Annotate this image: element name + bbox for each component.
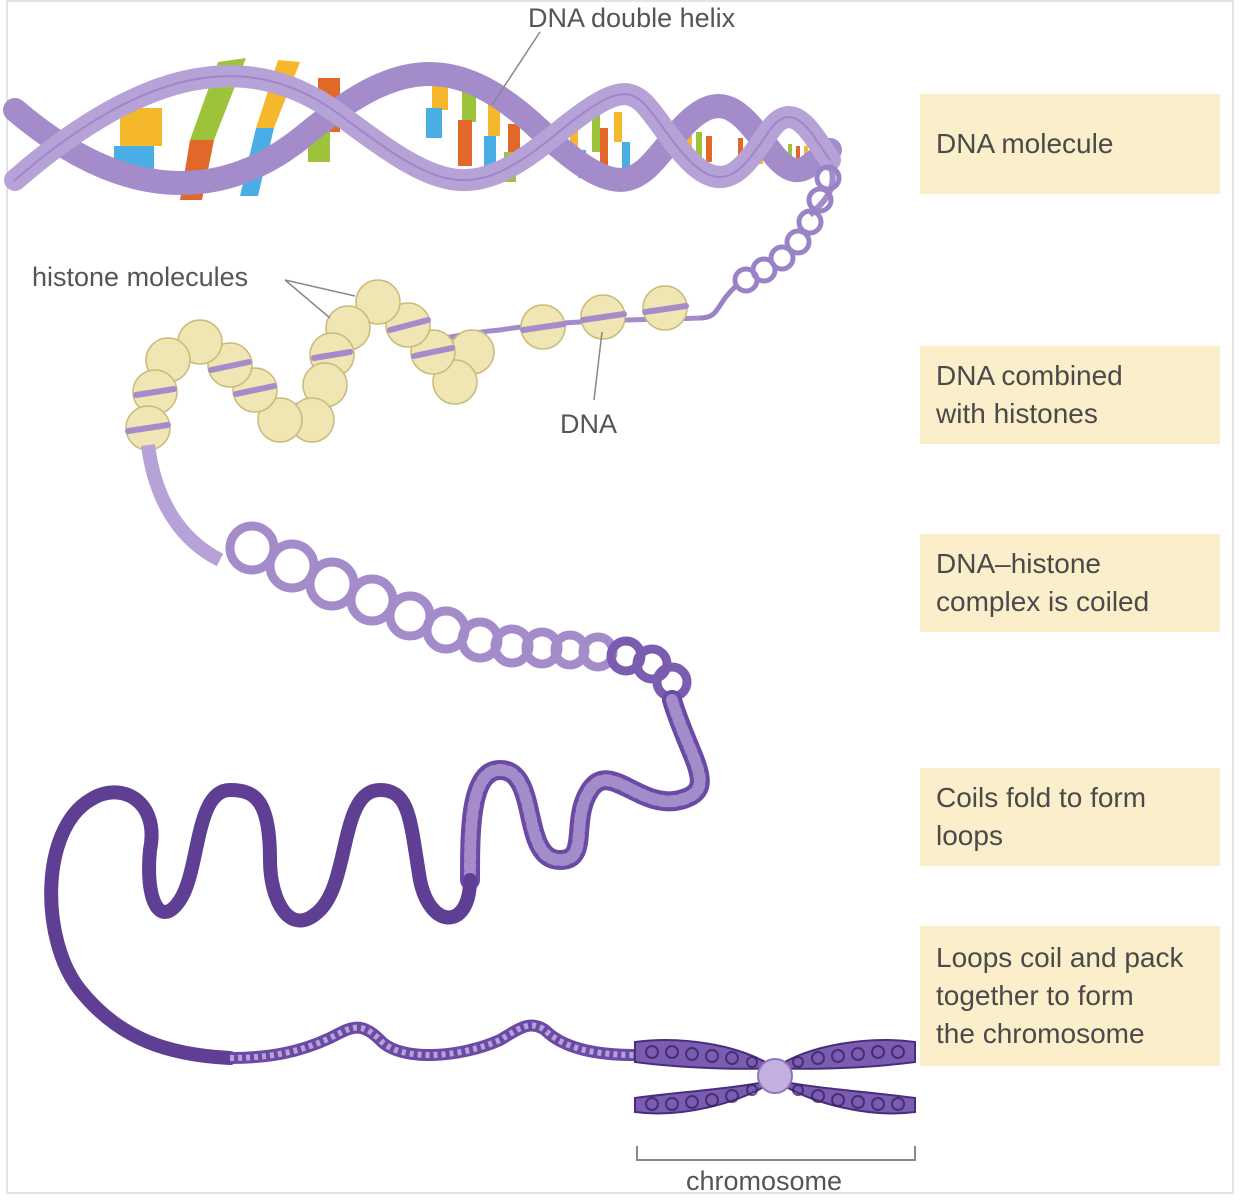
step-text: DNA–histone complex is coiled [936,548,1150,617]
label-histone-molecules: histone molecules [32,262,248,292]
packed-fiber [229,1019,636,1064]
step-box-loops: Coils fold to form loops [920,768,1220,866]
step-box-dna-with-histones: DNA combined with histones [920,346,1220,444]
step-text: DNA combined with histones [936,360,1123,429]
centromere [757,1058,793,1094]
label-dna-double-helix: DNA double helix [528,3,736,33]
step-box-coiled-complex: DNA–histone complex is coiled [920,534,1220,632]
step-text: Coils fold to form loops [936,782,1147,851]
dna-double-helix [3,58,842,218]
helix-backbones [3,62,842,195]
coiled-complex [141,444,692,702]
histone-beads [125,279,689,451]
step-box-dna-molecule: DNA molecule [920,94,1220,194]
folded-loops [44,690,710,1065]
leader-lines [284,31,603,401]
label-dna: DNA [560,409,617,439]
fine-coil [699,164,842,321]
step-text: Loops coil and pack together to form the… [936,942,1184,1049]
step-box-chromosome: Loops coil and pack together to form the… [920,926,1220,1066]
dna-with-histones [125,279,701,451]
label-chromosome: chromosome [686,1166,842,1196]
chromosome-figure [634,1039,916,1115]
chromosome-bracket [636,1146,916,1161]
step-text: DNA molecule [936,128,1114,159]
